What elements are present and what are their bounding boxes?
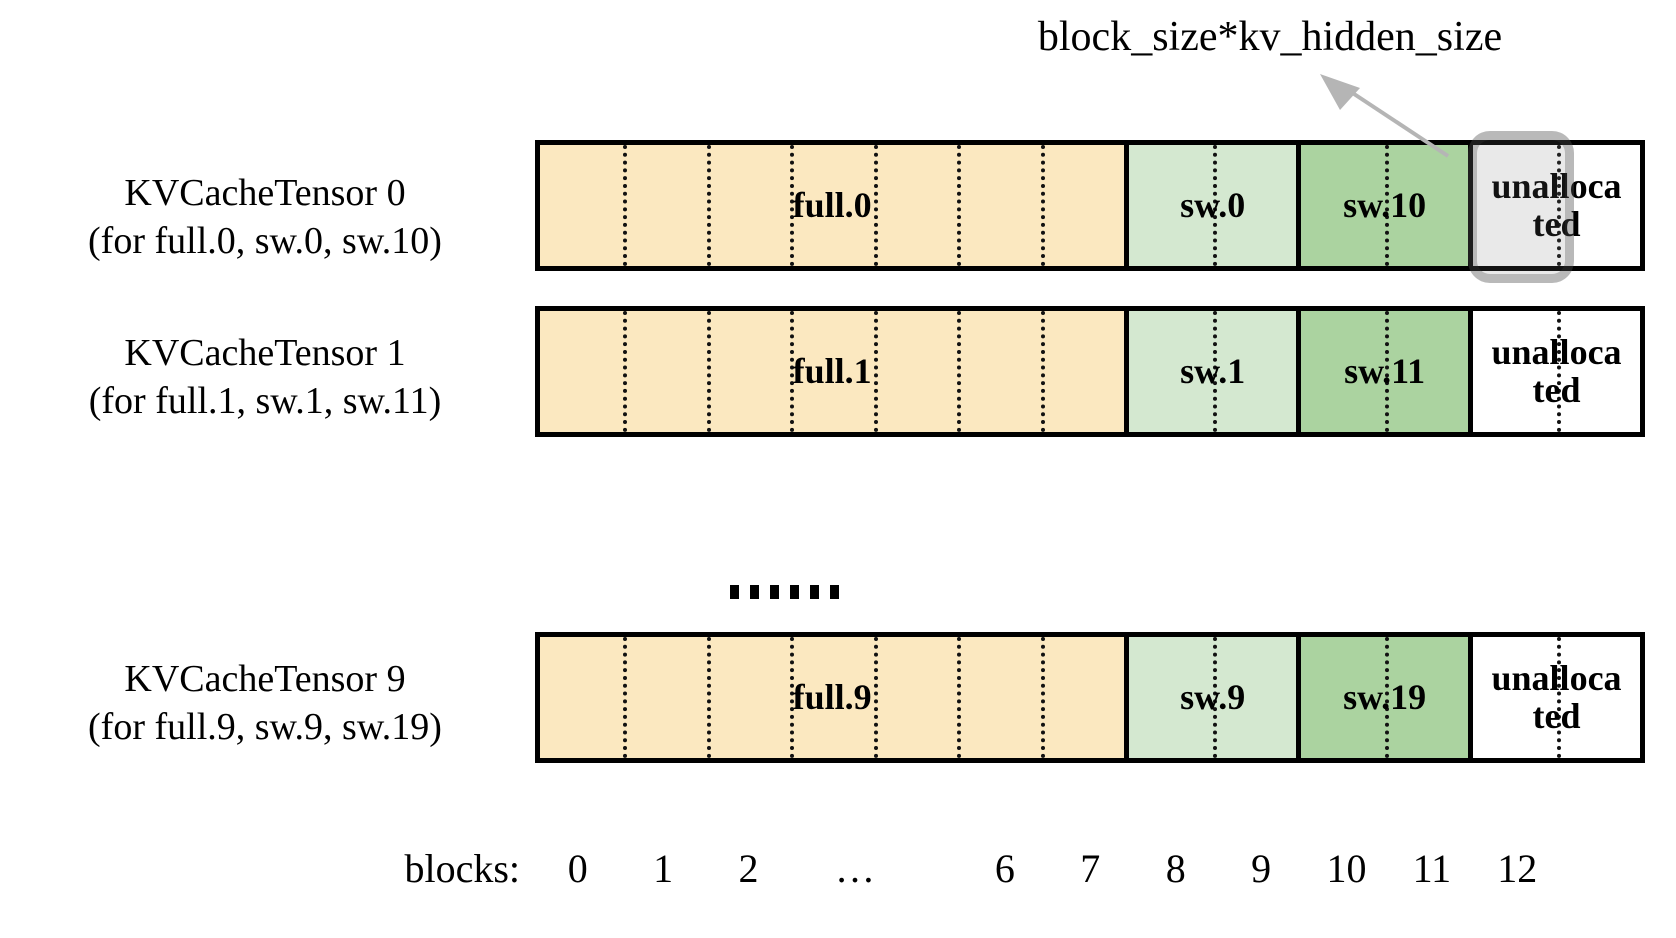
segment-label: full.9: [792, 676, 872, 717]
row-label-1-line2: (for full.1, sw.1, sw.11): [88, 379, 442, 422]
segment-sw-9[interactable]: sw.9: [1129, 637, 1302, 758]
axis-title: blocks:: [404, 846, 520, 891]
segment-label: full.1: [792, 350, 872, 391]
row-label-9-line1: KVCacheTensor 9: [124, 658, 406, 700]
segment-unallocated-1[interactable]: unalloca ted: [1473, 311, 1640, 432]
segment-label: sw.1: [1180, 350, 1246, 391]
row-label-9: KVCacheTensor 9 (for full.9, sw.9, sw.19…: [10, 656, 520, 751]
block-dividers: [1129, 311, 1296, 432]
axis-tick-1: 1: [653, 846, 674, 891]
segment-label: sw.11: [1344, 350, 1426, 391]
axis-tick-12: 12: [1497, 846, 1538, 891]
ellipsis-dots: [730, 585, 839, 599]
row-label-1-line1: KVCacheTensor 1: [124, 332, 406, 374]
ellipsis-dot: [810, 585, 819, 599]
ellipsis-dot: [730, 585, 739, 599]
block-dividers: [1473, 637, 1640, 758]
segment-label: sw.9: [1180, 676, 1246, 717]
segment-sw-0[interactable]: sw.0: [1129, 145, 1302, 266]
segment-label: full.0: [792, 184, 872, 225]
block-dividers: [1473, 145, 1640, 266]
block-dividers: [540, 311, 1124, 432]
kvcachetensor-0-bar: full.0 sw.0 sw.10 unalloca ted: [535, 140, 1645, 271]
block-dividers: [1301, 637, 1468, 758]
segment-full-9[interactable]: full.9: [540, 637, 1130, 758]
ellipsis-dot: [790, 585, 799, 599]
ellipsis-dot: [830, 585, 839, 599]
row-label-1: KVCacheTensor 1 (for full.1, sw.1, sw.11…: [10, 330, 520, 425]
segment-full-0[interactable]: full.0: [540, 145, 1130, 266]
block-dividers: [1301, 145, 1468, 266]
segment-unallocated-9[interactable]: unalloca ted: [1473, 637, 1640, 758]
segment-label: unalloca ted: [1491, 657, 1622, 736]
segment-label: sw.19: [1343, 676, 1427, 717]
axis-tick-0: 0: [567, 846, 588, 891]
segment-label: unalloca ted: [1491, 165, 1622, 244]
block-dividers: [540, 145, 1124, 266]
axis-tick-2: 2: [738, 846, 759, 891]
row-label-0-line1: KVCacheTensor 0: [124, 172, 406, 214]
segment-sw-10[interactable]: sw.10: [1301, 145, 1474, 266]
block-dividers: [1473, 311, 1640, 432]
ellipsis-dot: [770, 585, 779, 599]
axis-tick-9: 9: [1251, 846, 1272, 891]
segment-full-1[interactable]: full.1: [540, 311, 1130, 432]
block-dividers: [540, 637, 1124, 758]
kvcachetensor-9-bar: full.9 sw.9 sw.19 unalloca ted: [535, 632, 1645, 763]
segment-sw-1[interactable]: sw.1: [1129, 311, 1302, 432]
axis-tick-7: 7: [1080, 846, 1101, 891]
segment-sw-19[interactable]: sw.19: [1301, 637, 1474, 758]
block-dividers: [1301, 311, 1468, 432]
segment-label: sw.10: [1343, 184, 1427, 225]
segment-sw-11[interactable]: sw.11: [1301, 311, 1474, 432]
axis-tick-10: 10: [1326, 846, 1367, 891]
row-label-0: KVCacheTensor 0 (for full.0, sw.0, sw.10…: [10, 170, 520, 265]
segment-unallocated-0[interactable]: unalloca ted: [1473, 145, 1640, 266]
segment-label: unalloca ted: [1491, 331, 1622, 410]
segment-label: sw.0: [1180, 184, 1246, 225]
axis-tick-ellipsis: …: [835, 846, 875, 891]
row-label-9-line2: (for full.9, sw.9, sw.19): [88, 705, 442, 748]
axis-tick-11: 11: [1412, 846, 1452, 891]
kvcachetensor-1-bar: full.1 sw.1 sw.11 unalloca ted: [535, 306, 1645, 437]
ellipsis-dot: [750, 585, 759, 599]
axis-tick-6: 6: [994, 846, 1015, 891]
block-dividers: [1129, 145, 1296, 266]
row-label-0-line2: (for full.0, sw.0, sw.10): [88, 219, 442, 262]
axis-tick-8: 8: [1165, 846, 1186, 891]
callout-label: block_size*kv_hidden_size: [1037, 14, 1503, 60]
axis-ticks: 0 1 2 … 6 7 8 9 10 11 12: [535, 845, 1645, 901]
block-dividers: [1129, 637, 1296, 758]
